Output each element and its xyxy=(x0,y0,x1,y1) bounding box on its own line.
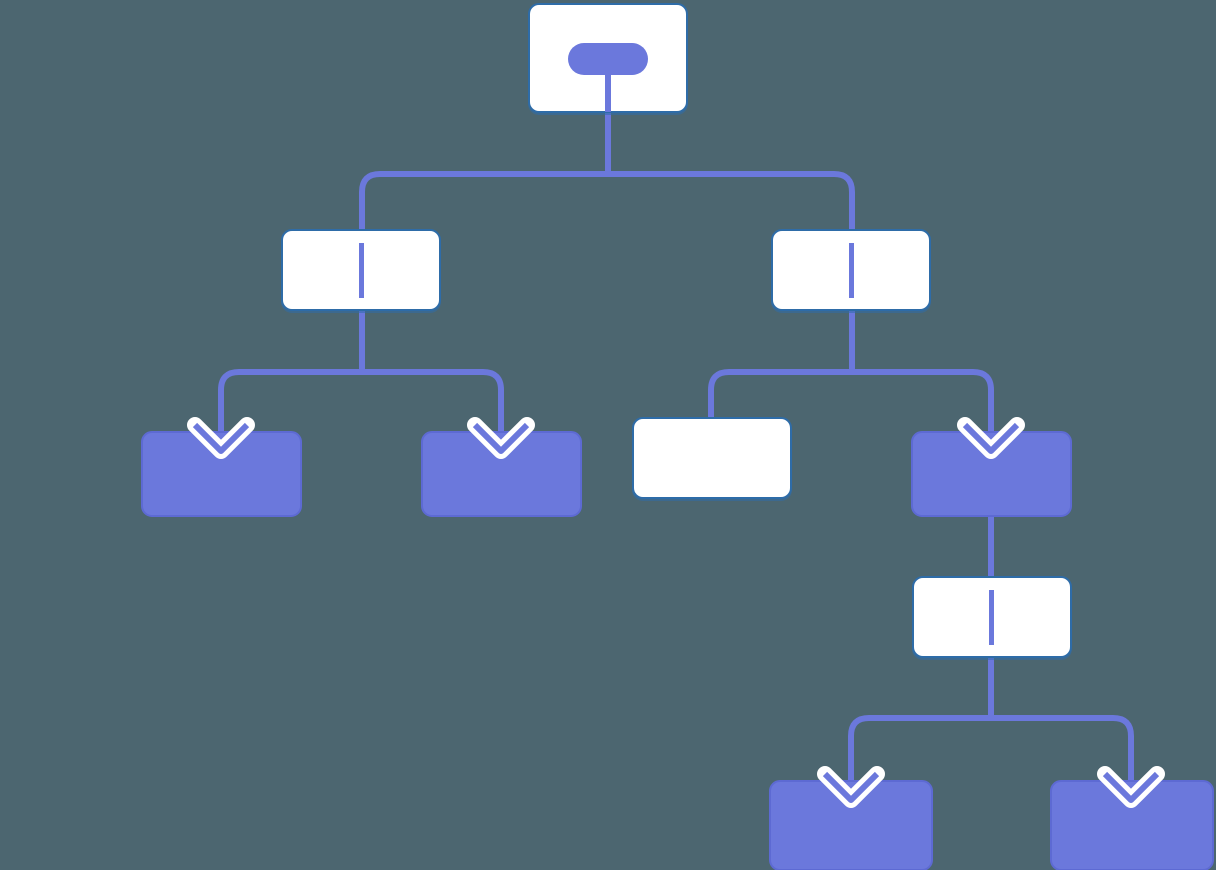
connector-level4-to-level5-branch-1 xyxy=(991,715,1134,781)
level2-left-node-content-bar xyxy=(359,243,364,298)
level5-left-node[interactable] xyxy=(769,780,933,870)
connector-level4-to-level5-branch-0 xyxy=(848,715,991,781)
level5-left-node-card[interactable] xyxy=(769,780,933,870)
connector-level2-left-to-level3-branch-1 xyxy=(362,369,504,432)
connector-level2-right-to-level3-branch-1 xyxy=(852,369,994,432)
connector-root-to-level2-branch-1 xyxy=(608,171,855,230)
connector-level2-left-to-level3-branch-0 xyxy=(218,369,362,432)
level3-node-d-card[interactable] xyxy=(911,431,1072,517)
level4-node-content-bar xyxy=(989,590,994,645)
arrow-marker-level3-d-chevron xyxy=(962,422,1020,454)
arrow-marker-level3-b-chevron xyxy=(472,422,530,454)
level5-right-node-card[interactable] xyxy=(1050,780,1214,870)
connector-root-to-level2-branch-0 xyxy=(359,171,608,230)
level3-node-b-card[interactable] xyxy=(421,431,582,517)
level3-node-c-card[interactable] xyxy=(632,417,792,499)
root-node-content-pill xyxy=(568,43,648,75)
level5-right-node[interactable] xyxy=(1050,780,1214,870)
level3-node-b[interactable] xyxy=(421,431,582,517)
arrow-marker-level5-left-chevron xyxy=(822,771,880,803)
level3-node-c[interactable] xyxy=(632,417,792,499)
arrow-marker-level5-right-chevron xyxy=(1102,771,1160,803)
level3-node-a[interactable] xyxy=(141,431,302,517)
arrow-marker-level3-a-chevron xyxy=(192,422,250,454)
connector-level2-right-to-level3-branch-0 xyxy=(708,369,852,434)
level3-node-d[interactable] xyxy=(911,431,1072,517)
level2-right-node-content-bar xyxy=(849,243,854,298)
connector-layer xyxy=(218,112,1134,781)
level3-node-a-card[interactable] xyxy=(141,431,302,517)
arrow-layer xyxy=(187,417,1165,808)
node-layer xyxy=(141,3,1214,870)
